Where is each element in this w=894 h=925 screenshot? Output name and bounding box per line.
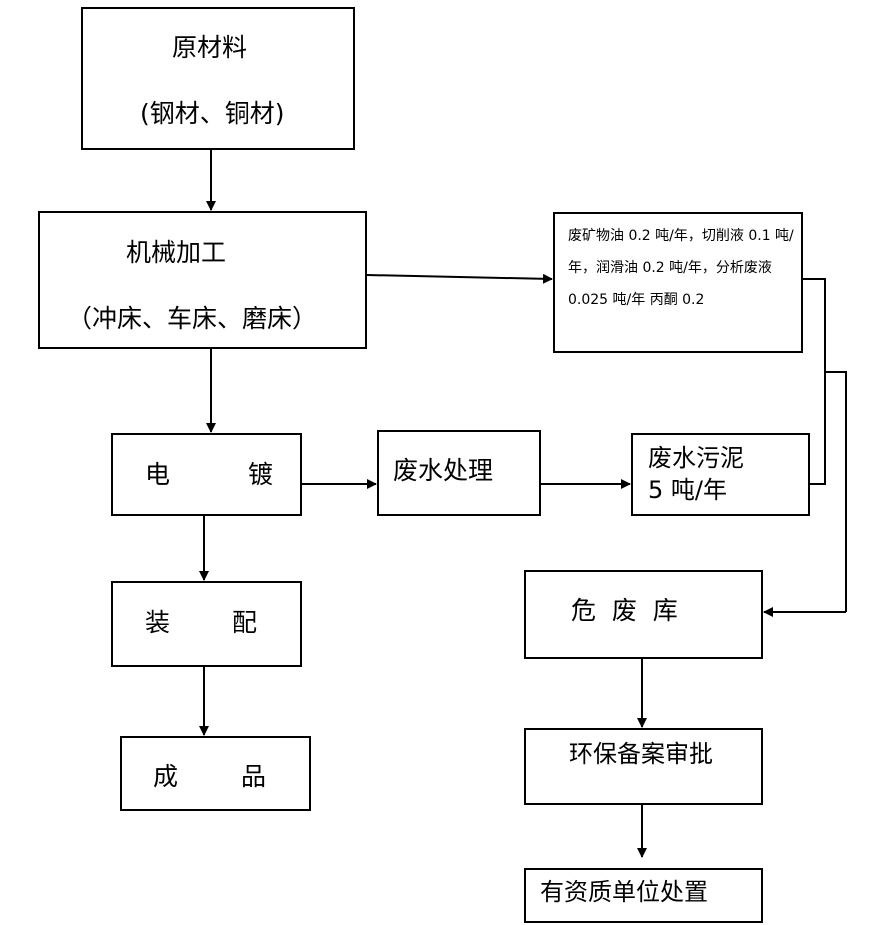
assembly-box [111, 581, 302, 667]
disposal-label: 有资质单位处置 [540, 878, 708, 906]
machining-box [38, 211, 367, 349]
raw-material-sublabel: (钢材、铜材) [140, 99, 285, 128]
sludge-label: 废水污泥 [648, 444, 744, 472]
wastewater-label: 废水处理 [393, 456, 494, 485]
disposal-box [524, 868, 763, 923]
product-label-left: 成 [153, 762, 179, 791]
connector-waste-oil-out [803, 278, 826, 485]
wastewater-box [377, 430, 541, 516]
approval-label: 环保备案审批 [569, 740, 713, 768]
sludge-box [631, 433, 810, 516]
raw-material-label: 原材料 [172, 33, 248, 62]
raw-material-box [81, 7, 355, 150]
waste-oil-label: 废矿物油 0.2 吨/年，切削液 0.1 吨/年，润滑油 0.2 吨/年，分析废… [568, 228, 794, 308]
connector-merge [825, 371, 847, 612]
plating-label-right: 镀 [248, 460, 274, 489]
machining-label: 机械加工 [126, 238, 227, 267]
plating-box [111, 433, 302, 516]
arrow-machining-to-waste-oil [366, 273, 553, 284]
sludge-amount: 5 吨/年 [648, 476, 727, 504]
product-label-right: 品 [241, 762, 267, 791]
waste-oil-box [553, 212, 803, 353]
assembly-label-left: 装 [145, 608, 171, 637]
product-box [120, 736, 311, 811]
machining-sublabel: （冲床、车床、磨床） [67, 304, 318, 333]
approval-box [524, 728, 763, 805]
hazwaste-label: 危 废 库 [571, 596, 678, 625]
hazwaste-box [524, 570, 763, 659]
assembly-label-right: 配 [232, 608, 258, 637]
plating-label-left: 电 [145, 460, 171, 489]
